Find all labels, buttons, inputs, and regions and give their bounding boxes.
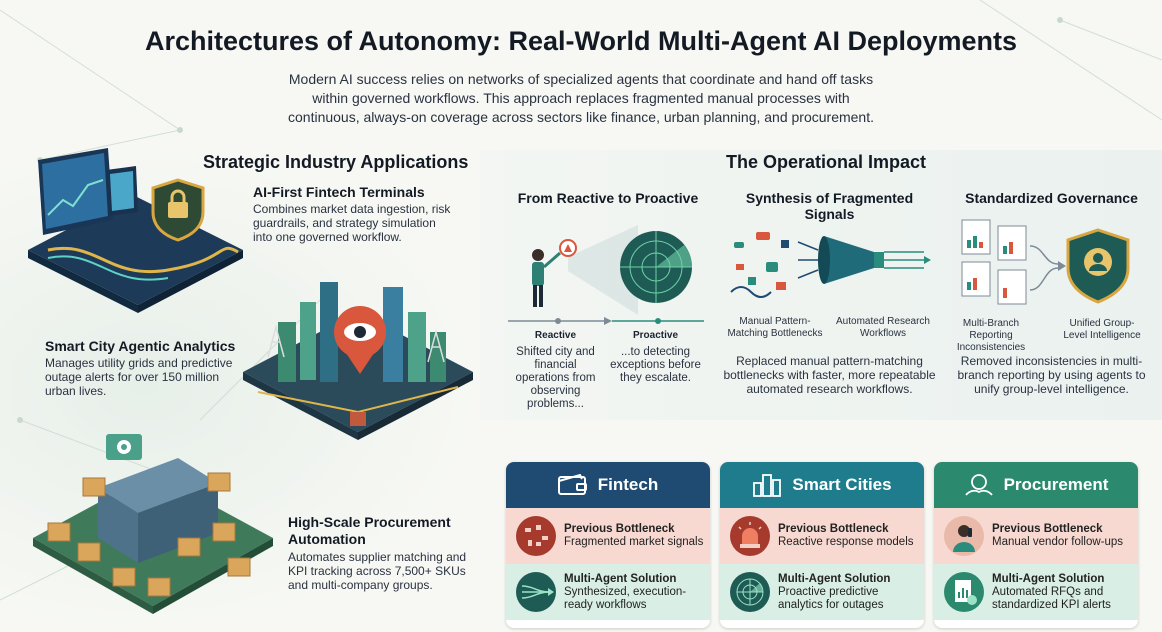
card-fintech-sol-label: Multi-Agent Solution — [564, 572, 677, 585]
card-title-smart-cities: Smart Cities — [792, 475, 892, 494]
card-header-fintech: Fintech — [506, 462, 710, 508]
card-header-procurement: Procurement — [934, 462, 1138, 508]
card-procurement-prev-label: Previous Bottleneck — [992, 523, 1103, 535]
handshake-icon — [964, 474, 993, 496]
card-procurement-sol-label: Multi-Agent Solution — [992, 572, 1105, 585]
caption-multi-branch: Multi-Branch Reporting Inconsistencies — [956, 318, 1026, 353]
card-fintech-sol-text: Synthesized, execution-ready workflows — [564, 585, 687, 611]
impact-heading: The Operational Impact — [726, 152, 927, 172]
impact-desc-synthesis: Replaced manual pattern-matching bottlen… — [723, 354, 936, 396]
card-title-fintech: Fintech — [597, 475, 659, 494]
alarm-siren-icon — [730, 516, 770, 556]
kpi-document-icon — [944, 572, 984, 612]
card-header-smart-cities: Smart Cities — [720, 462, 924, 508]
governance-shield-illustration — [961, 219, 1130, 305]
caption-proactive-label: Proactive — [632, 330, 679, 341]
impact-col-title-proactive: From Reactive to Proactive — [517, 190, 699, 206]
card-title-procurement: Procurement — [1003, 475, 1109, 494]
card-procurement-sol-text: Automated RFQs and standardized KPI aler… — [992, 585, 1111, 611]
caption-manual-pattern: Manual Pattern-Matching Bottlenecks — [727, 316, 823, 339]
app-desc-smart-city: Manages utility grids and predictive out… — [45, 356, 233, 398]
applications-heading: Strategic Industry Applications — [203, 152, 469, 172]
wallet-icon — [557, 474, 587, 495]
fintech-terminal-illustration — [28, 148, 243, 313]
app-title-procurement: High-Scale Procurement Automation — [288, 514, 451, 547]
app-title-fintech: AI-First Fintech Terminals — [253, 184, 425, 200]
card-smart-cities-sol-label: Multi-Agent Solution — [778, 572, 891, 585]
impact-col-title-governance: Standardized Governance — [965, 190, 1138, 206]
smart-city-illustration — [243, 282, 473, 440]
caption-unified-group: Unified Group-Level Intelligence — [1063, 318, 1141, 341]
app-desc-procurement: Automates supplier matching and KPI trac… — [288, 550, 467, 592]
app-title-smart-city: Smart City Agentic Analytics — [45, 338, 236, 354]
app-desc-fintech: Combines market data ingestion, risk gua… — [253, 202, 451, 244]
page-subtitle: Modern AI success relies on networks of … — [288, 71, 874, 125]
caption-reactive-text: Shifted city and financial operations fr… — [515, 346, 596, 410]
fragmented-signals-icon — [516, 516, 556, 556]
procurement-warehouse-illustration — [33, 434, 273, 614]
card-fintech-prev-text: Fragmented market signals — [564, 536, 704, 548]
caption-automated-research: Automated Research Workflows — [836, 316, 930, 339]
city-icon — [753, 474, 782, 497]
impact-col-title-synthesis: Synthesis of Fragmented Signals — [745, 190, 914, 222]
card-procurement-prev-text: Manual vendor follow-ups — [992, 536, 1124, 548]
card-smart-cities-sol-text: Proactive predictive analytics for outag… — [778, 585, 884, 611]
phone-call-person-icon — [944, 516, 984, 556]
radar-icon — [730, 572, 770, 612]
caption-reactive-label: Reactive — [534, 330, 577, 341]
impact-desc-governance: Removed inconsistencies in multi-branch … — [957, 354, 1146, 396]
card-smart-cities-prev-label: Previous Bottleneck — [778, 523, 889, 535]
reactive-proactive-radar-illustration — [508, 225, 704, 325]
caption-proactive-text: ...to detecting exceptions before they e… — [610, 346, 701, 384]
signal-synthesis-funnel-illustration — [730, 232, 931, 298]
card-fintech-prev-label: Previous Bottleneck — [564, 523, 675, 535]
workflow-streams-icon — [516, 572, 556, 612]
card-smart-cities-prev-text: Reactive response models — [778, 536, 914, 548]
page-title: Architectures of Autonomy: Real-World Mu… — [144, 26, 1018, 56]
